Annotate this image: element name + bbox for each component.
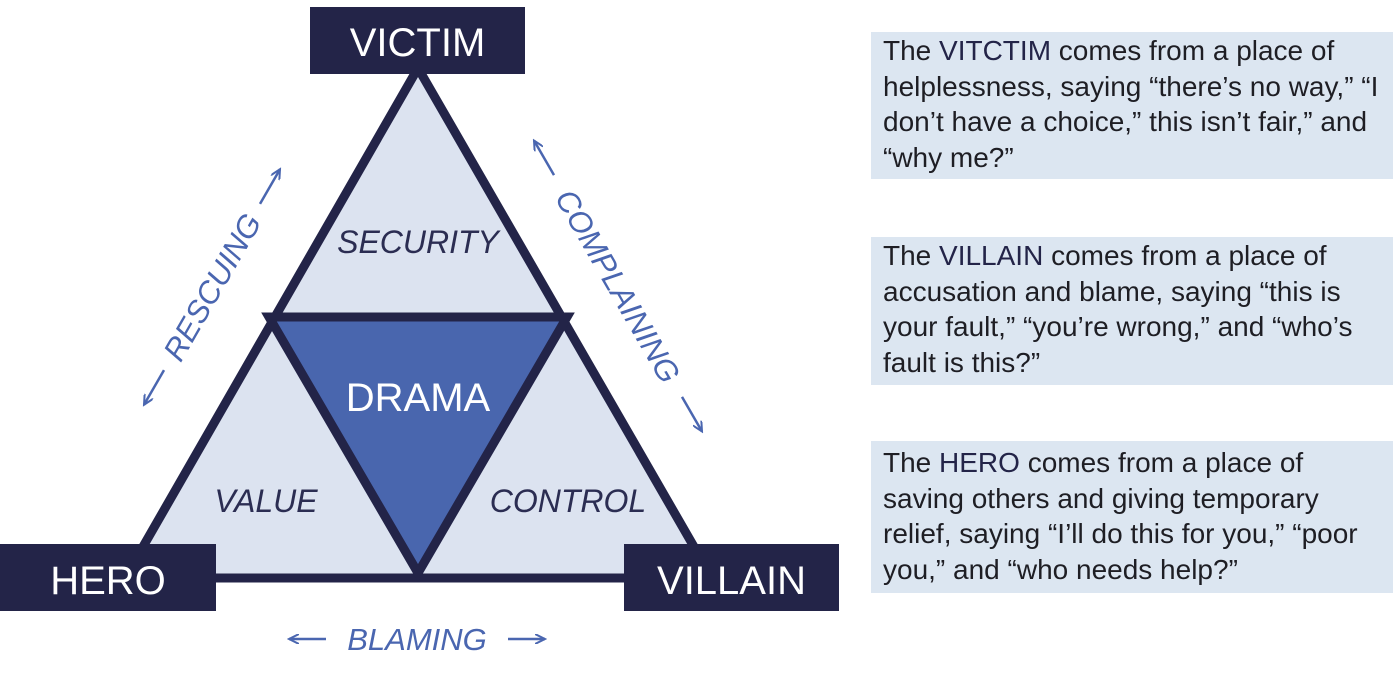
- drama-triangle-diagram: VICTIM HERO VILLAIN SECURITY VALUE CONTR…: [0, 7, 839, 657]
- rescuing-label: RESCUING: [156, 208, 268, 367]
- victim-description-text: comes from a place of helplessness, sayi…: [883, 35, 1379, 173]
- villain-description-lead: The: [883, 240, 940, 271]
- hero-description-keyword: HERO: [939, 447, 1020, 478]
- hero-description-text: comes from a place of saving others and …: [883, 447, 1358, 585]
- villain-box: [624, 544, 839, 611]
- victim-label: VICTIM: [350, 21, 486, 65]
- villain-description: The VILLAIN comes from a place of accusa…: [871, 237, 1393, 385]
- value-label: VALUE: [214, 483, 318, 519]
- complaining-arrow-right-icon: [680, 396, 702, 432]
- hero-label: HERO: [50, 559, 166, 603]
- rescuing-arrow-left-icon: [144, 369, 166, 405]
- hero-description: The HERO comes from a place of saving ot…: [871, 441, 1393, 593]
- control-label: CONTROL: [490, 483, 646, 519]
- hero-description-lead: The: [883, 447, 940, 478]
- villain-label: VILLAIN: [657, 559, 806, 603]
- drama-label: DRAMA: [346, 376, 491, 420]
- villain-description-keyword: VILLAIN: [939, 240, 1044, 271]
- victim-description-keyword: VITCTIM: [939, 35, 1052, 66]
- complaining-arrow-left-icon: [534, 141, 556, 176]
- rescuing-arrow-right-icon: [258, 169, 280, 205]
- security-label: SECURITY: [337, 224, 501, 260]
- blaming-label: BLAMING: [347, 622, 487, 657]
- victim-description-lead: The: [883, 35, 940, 66]
- blaming-annotation: BLAMING: [289, 622, 545, 657]
- drama-triangle: [261, 312, 575, 582]
- victim-description: The VITCTIM comes from a place of helple…: [871, 32, 1393, 179]
- hero-box: [0, 544, 216, 611]
- victim-box: [310, 7, 525, 74]
- villain-description-text: comes from a place of accusation and bla…: [883, 240, 1353, 378]
